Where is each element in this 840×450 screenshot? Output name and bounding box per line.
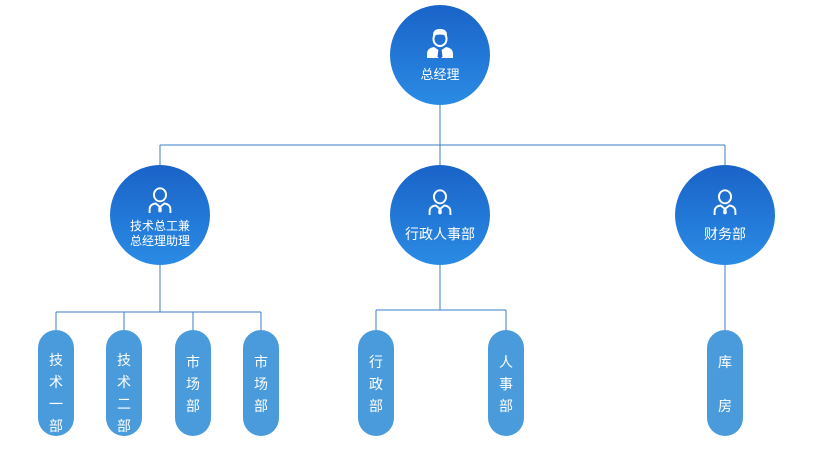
dept-char: 部 [49, 419, 63, 435]
dept-char: 部 [499, 399, 513, 415]
dept-char: 场 [254, 377, 268, 393]
node-finance: 财务部 [675, 165, 775, 265]
dept-char-spacer [707, 374, 743, 396]
dept-char: 政 [369, 377, 383, 393]
node-label: 财务部 [704, 227, 746, 243]
node-general-manager: 总经理 [390, 5, 490, 105]
dept-admin: 行 政 部 [358, 330, 394, 436]
node-admin-hr: 行政人事部 [390, 165, 490, 265]
node-label: 行政人事部 [405, 227, 475, 243]
person-with-tie-icon [427, 29, 453, 59]
node-label-line1: 技术总工兼 [129, 219, 190, 233]
dept-char: 人 [499, 355, 513, 371]
dept-char: 术 [117, 375, 131, 391]
dept-tech-2: 技 术 二 部 [106, 330, 142, 436]
node-label-line2: 总经理助理 [129, 234, 190, 248]
dept-hr: 人 事 部 [488, 330, 524, 436]
node-label: 总经理 [420, 68, 460, 83]
person-with-tie-icon [713, 189, 737, 215]
dept-char: 场 [186, 377, 200, 393]
dept-tech-1: 技 术 一 部 [38, 330, 74, 436]
dept-warehouse: 库 房 [707, 330, 743, 436]
dept-char: 部 [186, 399, 200, 415]
dept-char: 市 [254, 355, 268, 371]
dept-char: 术 [49, 375, 63, 391]
dept-char: 事 [499, 377, 513, 393]
dept-char: 房 [718, 399, 732, 415]
dept-marketing-2: 市 场 部 [243, 330, 279, 436]
dept-char: 二 [117, 397, 131, 413]
person-with-tie-icon [148, 187, 172, 213]
dept-char: 库 [718, 355, 732, 371]
dept-char: 部 [254, 399, 268, 415]
dept-char: 技 [117, 353, 131, 369]
dept-char: 部 [369, 399, 383, 415]
dept-char: 行 [369, 355, 383, 371]
node-tech-chief: 技术总工兼 总经理助理 [110, 165, 210, 265]
dept-char: 一 [49, 397, 63, 413]
dept-char: 市 [186, 355, 200, 371]
person-with-tie-icon [428, 189, 452, 215]
dept-char: 技 [49, 353, 63, 369]
dept-marketing-1: 市 场 部 [175, 330, 211, 436]
dept-char: 部 [117, 419, 131, 435]
